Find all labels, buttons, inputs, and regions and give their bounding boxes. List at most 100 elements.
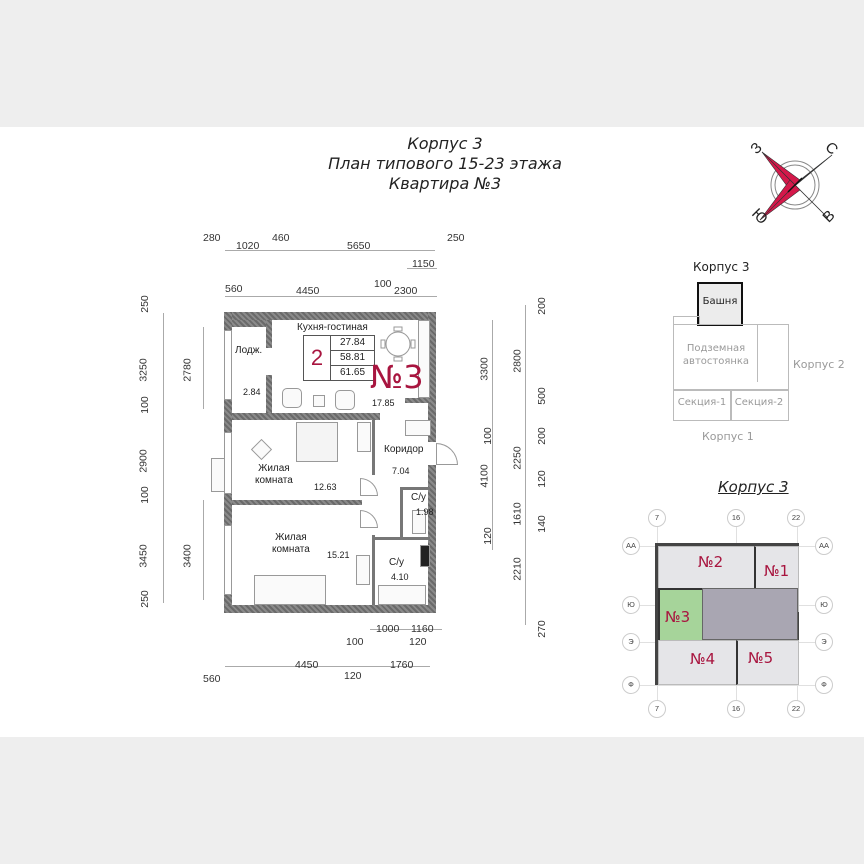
- axis-line-F: [630, 685, 825, 686]
- room-corridor-area: 7.04: [392, 466, 410, 476]
- room-bedroom2-line2: комната: [272, 544, 310, 555]
- title-building: Корпус 3: [407, 134, 483, 153]
- apartment-info-box: 2 27.84 58.81 61.65: [303, 335, 375, 381]
- site-section2-label: Секция-2: [734, 397, 784, 408]
- site-parking-label: Подземная автостоянка: [676, 342, 756, 368]
- dim-left-2900: 2900: [137, 449, 150, 473]
- axis-top-7: 7: [648, 509, 666, 527]
- wall-loggia-right-upper: [266, 320, 272, 348]
- wardrobe-bedroom2: [356, 555, 370, 585]
- room-corridor-label: Коридор: [384, 444, 424, 455]
- dim-left-3400: 3400: [181, 544, 194, 568]
- site-section1: [673, 389, 732, 421]
- dim-top-1150: 1150: [412, 258, 435, 270]
- axis-left-Yu: Ю: [622, 596, 640, 614]
- title-apartment: Квартира №3: [388, 174, 502, 193]
- wall-corridor-left-upper: [372, 420, 375, 475]
- dining-table-icon: [380, 326, 416, 362]
- site-parking-line2: автостоянка: [682, 356, 750, 367]
- dim-line-left-inner1: [203, 327, 204, 409]
- room-bedroom2-label: Жилая комната: [272, 532, 310, 556]
- room-wc2-area: 4.10: [391, 572, 409, 582]
- dim-line-left-outer: [163, 313, 164, 603]
- axis-bottom-7: 7: [648, 700, 666, 718]
- room-bedroom2-line1: Жилая: [275, 532, 307, 543]
- dim-top-4450: 4450: [296, 285, 320, 297]
- dim-top-5650: 5650: [347, 240, 371, 252]
- floor-apartment-5-label: №5: [748, 649, 774, 667]
- axis-top-16: 16: [727, 509, 745, 527]
- dim-left-100b: 100: [138, 486, 151, 504]
- total-area-no-balcony: 58.81: [331, 351, 374, 366]
- dim-top-560: 560: [225, 283, 243, 295]
- site-tower: Башня: [697, 282, 743, 326]
- dim-right-2210: 2210: [511, 557, 524, 581]
- wall-right-lower: [428, 465, 436, 613]
- axis-left-F: Ф: [622, 676, 640, 694]
- floor-apartment-5[interactable]: [736, 640, 799, 685]
- total-area: 61.65: [339, 367, 366, 378]
- site-building1-label: Корпус 1: [702, 430, 754, 443]
- bathtub-icon: [378, 585, 426, 605]
- dim-top-1020: 1020: [236, 240, 260, 252]
- wall-right-upper: [428, 312, 436, 442]
- dim-right-120: 120: [481, 527, 494, 545]
- site-parking-line1: Подземная: [686, 343, 746, 354]
- window-loggia: [224, 330, 232, 400]
- air-conditioner-box: [211, 458, 225, 492]
- dim-left-100a: 100: [138, 396, 151, 414]
- axis-bottom-22: 22: [787, 700, 805, 718]
- wall-loggia-right-lower: [266, 375, 272, 413]
- dim-right-120b: 120: [535, 470, 548, 488]
- axis-right-F: Ф: [815, 676, 833, 694]
- dim-line-bottom2: [225, 666, 430, 667]
- wall-wc2-top: [375, 537, 430, 540]
- room-wc1-area: 1.98: [416, 507, 434, 517]
- floor-apartment-4-label: №4: [690, 650, 716, 668]
- axis-left-AA: АА: [622, 537, 640, 555]
- wall-between-bedrooms: [232, 500, 362, 505]
- window-bedroom2: [224, 525, 232, 595]
- room-wc2-label: С/у: [389, 557, 404, 568]
- dim-bottom-1760: 1760: [390, 659, 414, 671]
- title-floor: План типового 15-23 этажа: [328, 154, 562, 173]
- wardrobe-bedroom1: [357, 422, 371, 452]
- room-loggia-label: Лодж.: [235, 345, 263, 356]
- axis-left-E: Э: [622, 633, 640, 651]
- axis-right-Yu: Ю: [815, 596, 833, 614]
- dim-bottom-1000: 1000: [376, 623, 400, 635]
- dim-top-2300: 2300: [394, 285, 418, 297]
- floor-apartment-3-highlighted[interactable]: [658, 588, 704, 642]
- dim-left-250b: 250: [138, 590, 151, 608]
- axis-right-AA: АА: [815, 537, 833, 555]
- wall-corridor-left-lower: [372, 535, 375, 605]
- dim-line-left-inner2: [203, 500, 204, 600]
- site-building2-outline: [757, 324, 788, 382]
- wall-loggia-top: [232, 320, 270, 327]
- site-section1-label: Секция-1: [677, 397, 727, 408]
- dim-right-2250: 2250: [511, 446, 524, 470]
- site-section2: [730, 389, 789, 421]
- plan-title: Корпус 3 План типового 15-23 этажа Кварт…: [300, 134, 590, 194]
- room-loggia-area: 2.84: [243, 387, 261, 397]
- dim-bottom-4450: 4450: [295, 659, 319, 671]
- floor-apartment-3-label: №3: [665, 608, 691, 626]
- site-outline-top: [673, 316, 700, 325]
- dim-right-4100: 4100: [478, 464, 491, 488]
- dim-line-right-inner: [492, 320, 493, 550]
- dim-line-right-outer: [525, 305, 526, 625]
- dim-bottom-120b: 120: [344, 670, 362, 682]
- room-bedroom2-area: 15.21: [327, 550, 350, 560]
- room-bedroom1-label: Жилая комната: [255, 463, 293, 487]
- armchair-right-icon: [335, 390, 355, 410]
- axis-top-22: 22: [787, 509, 805, 527]
- dim-right-500: 500: [535, 387, 548, 405]
- room-kitchen-living-area: 17.85: [372, 398, 395, 408]
- site-tower-label: Башня: [702, 296, 738, 307]
- room-bedroom1-line1: Жилая: [258, 463, 290, 474]
- living-area: 27.84: [331, 336, 374, 351]
- dim-right-140: 140: [535, 515, 548, 533]
- rooms-count: 2: [304, 336, 331, 380]
- floor-core: [702, 588, 798, 640]
- apartment-number: №3: [370, 358, 424, 396]
